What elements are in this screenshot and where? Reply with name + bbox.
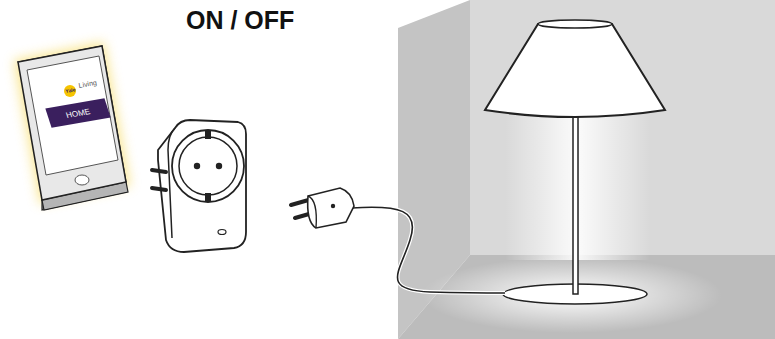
smartphone	[14, 42, 130, 210]
lamp-cable	[352, 207, 505, 293]
button-text: HOME	[65, 107, 91, 120]
lamp-shade	[485, 24, 665, 117]
floor	[398, 255, 775, 339]
action-label: ON / OFF	[186, 6, 294, 35]
lamp-pole	[573, 112, 578, 294]
smart-plug	[152, 120, 246, 252]
shade-top	[538, 20, 612, 28]
cable-outline	[352, 207, 505, 293]
floor-glow	[422, 257, 722, 333]
lamp-plug	[291, 188, 354, 228]
